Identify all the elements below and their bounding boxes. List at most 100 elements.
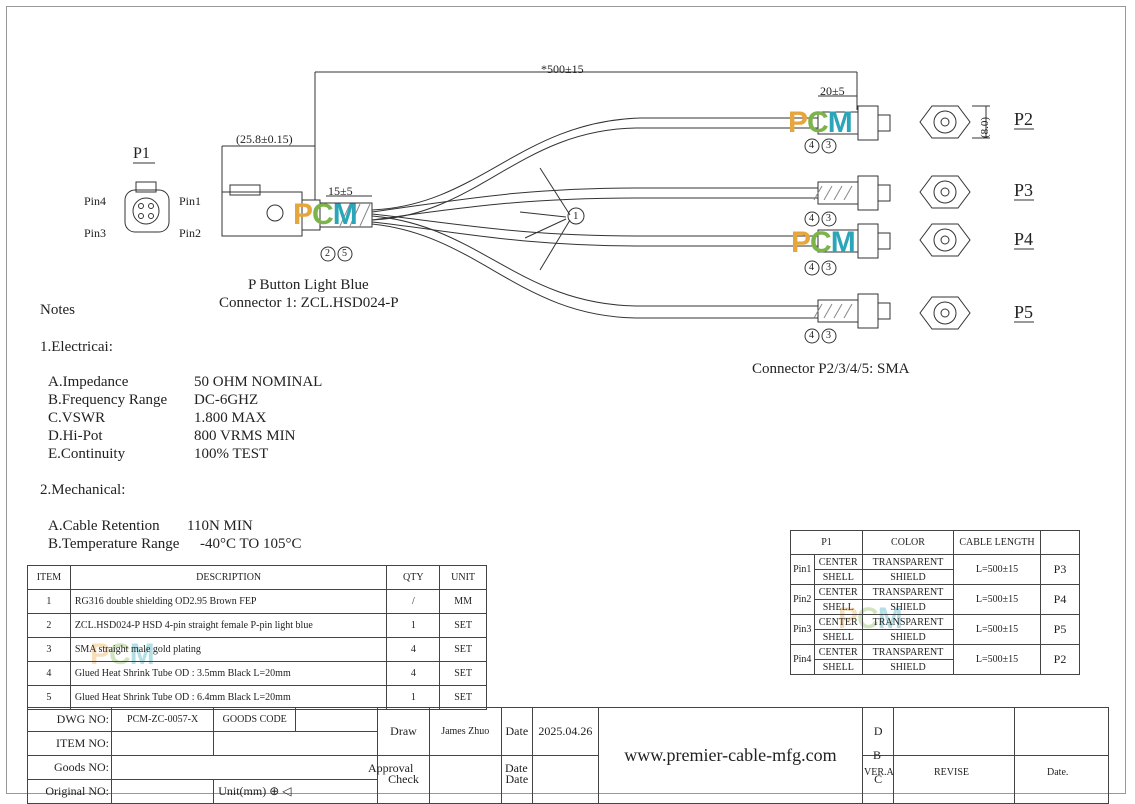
- bom-cell: SET: [439, 637, 487, 662]
- cable-p2: [371, 117, 818, 211]
- revise-label: REVISE: [934, 767, 969, 778]
- bubble-4-label: 4: [809, 262, 814, 273]
- bubble-3-label: 3: [826, 140, 831, 151]
- tb-label: Original NO:: [27, 779, 112, 804]
- pin-cell: P5: [1040, 614, 1080, 645]
- connector-p-desc: Connector P2/3/4/5: SMA: [752, 361, 910, 377]
- bom-cell: 4: [386, 637, 441, 662]
- bubble-4-label: 4: [809, 213, 814, 224]
- label-pin2: Pin2: [179, 226, 202, 240]
- p1-latch: [229, 184, 261, 196]
- spec-key: E.Continuity: [48, 446, 126, 462]
- sma-p5: [817, 293, 891, 329]
- sma-p4: [817, 223, 891, 259]
- rev-label: D: [861, 707, 895, 756]
- label-p2: P2: [1014, 109, 1034, 129]
- pin-table-header: P1: [790, 530, 863, 555]
- tb-label: Check: [377, 755, 430, 804]
- spec-key: C.VSWR: [48, 410, 106, 426]
- tb-label: Date: [500, 707, 534, 756]
- pin-table-header: CABLE LENGTH: [953, 530, 1041, 555]
- spec-value: -40°C TO 105°C: [200, 536, 302, 552]
- connector1-desc-b: Connector 1: ZCL.HSD024-P: [219, 295, 399, 311]
- bom-cell: 5: [27, 685, 71, 710]
- pin-cell: TRANSPARENT: [862, 584, 954, 600]
- pin-cell: SHIELD: [862, 569, 954, 585]
- bom-cell: 4: [27, 661, 71, 686]
- dwg-no: PCM-ZC-0057-X: [110, 707, 215, 732]
- spec-value: 800 VRMS MIN: [194, 428, 296, 444]
- bom-cell: SET: [439, 613, 487, 638]
- bubble-4-label: 4: [809, 140, 814, 151]
- website: www.premier-cable-mfg.com: [597, 707, 863, 804]
- cable-p4: [371, 213, 818, 237]
- pin-cell: CENTER: [813, 644, 863, 660]
- pin-cell: SHELL: [813, 629, 863, 645]
- sma-end-p2: [919, 105, 971, 139]
- bom-cell: SMA straight male gold plating: [69, 637, 388, 662]
- projection-icon: ⊕ ◁: [269, 784, 292, 798]
- dim-20: 20±5: [820, 84, 845, 98]
- cable-p3: [371, 187, 818, 213]
- sma-p3: [817, 175, 891, 211]
- bom-cell: 3: [27, 637, 71, 662]
- bom-header: QTY: [386, 565, 441, 590]
- pin-cell: CENTER: [813, 614, 863, 630]
- bom-cell: ZCL.HSD024-P HSD 4-pin straight female P…: [69, 613, 388, 638]
- bom-cell: SET: [439, 661, 487, 686]
- pin-cell: SHELL: [813, 599, 863, 615]
- dim-total: *500±15: [541, 62, 584, 76]
- pin-cell: Pin4: [790, 644, 815, 675]
- tb-label: Approval: [368, 761, 414, 775]
- dim-15: 15±5: [328, 184, 353, 198]
- pcm-watermark: PCM: [788, 106, 853, 139]
- bom-cell: RG316 double shielding OD2.95 Brown FEP: [69, 589, 388, 614]
- mechanical-title: 2.Mechanical:: [40, 482, 126, 498]
- bom-cell: 1: [27, 589, 71, 614]
- drawer-name: James Zhuo: [428, 707, 502, 756]
- sma-p2: [817, 105, 891, 141]
- title-block: DWG NO: PCM-ZC-0057-X GOODS CODE Draw Ja…: [27, 707, 1110, 804]
- bom-cell: MM: [439, 589, 487, 614]
- bubble-3-label: 3: [826, 213, 831, 224]
- bom-cell: 1: [386, 613, 441, 638]
- bom-cell: 4: [386, 661, 441, 686]
- pin-cell: TRANSPARENT: [862, 614, 954, 630]
- pin-cell: L=500±15: [953, 614, 1041, 645]
- spec-value: 100% TEST: [194, 446, 269, 462]
- bubble-1-label: 1: [573, 210, 579, 222]
- bubble-3-label: 3: [826, 262, 831, 273]
- pin-cell: SHELL: [813, 569, 863, 585]
- bubble-3-label: 3: [826, 330, 831, 341]
- spec-key: D.Hi-Pot: [48, 428, 103, 444]
- pin-cell: P3: [1040, 554, 1080, 585]
- pin-cell: SHIELD: [862, 599, 954, 615]
- label-p3: P3: [1014, 180, 1034, 200]
- p1-housing: [221, 191, 303, 237]
- pin-cell: Pin2: [790, 584, 815, 615]
- label-p5: P5: [1014, 302, 1034, 322]
- pin-cell: TRANSPARENT: [862, 644, 954, 660]
- tb-label: GOODS CODE: [213, 707, 297, 732]
- pin-cell: Pin3: [790, 614, 815, 645]
- bubble-1: [567, 207, 585, 225]
- cable-p5: [371, 215, 818, 307]
- label-p1: P1: [133, 145, 150, 162]
- rev-date-label: Date.: [1047, 767, 1069, 778]
- pin-table-header: [1040, 530, 1080, 555]
- unit-label: Unit(mm): [218, 784, 267, 798]
- pin-cell: Pin1: [790, 554, 815, 585]
- pin-cell: L=500±15: [953, 644, 1041, 675]
- ver-label: VER.A: [864, 767, 894, 778]
- pin-cell: CENTER: [813, 554, 863, 570]
- bom-cell: 2: [27, 613, 71, 638]
- spec-key: B.Temperature Range: [48, 536, 180, 552]
- pin-table-header: COLOR: [862, 530, 954, 555]
